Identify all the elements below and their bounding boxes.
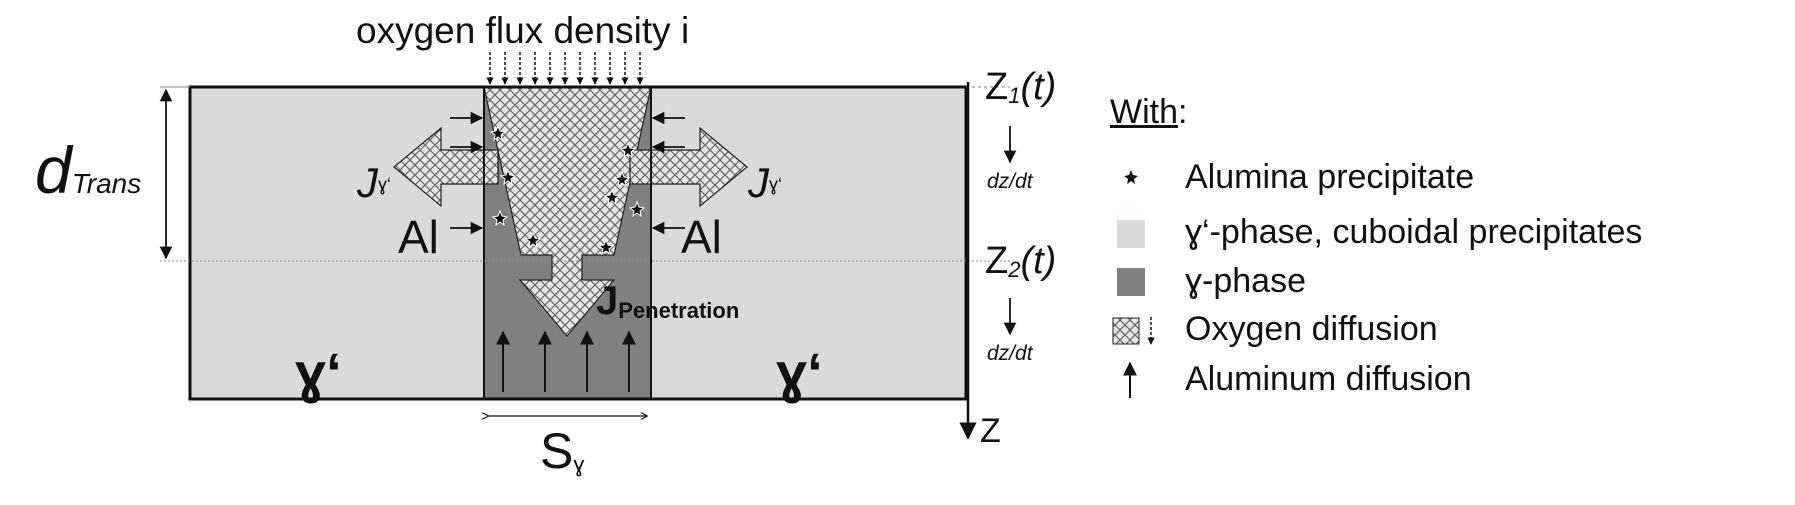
flux-arrow-left — [393, 126, 499, 208]
legend-star-icon — [1124, 170, 1138, 184]
flux-right-main: J — [748, 159, 769, 206]
legend-item-aluminum: Aluminum diffusion — [1185, 360, 1472, 398]
star-icon — [489, 124, 507, 142]
flux-left-sup: ɣ‘ — [378, 174, 392, 195]
legend-item-oxygen: Oxygen diffusion — [1185, 310, 1438, 348]
legend-item-alumina: Alumina precipitate — [1185, 158, 1475, 196]
flux-arrow-right — [629, 126, 748, 208]
rate-label-2: dz/dt — [987, 342, 1033, 365]
star-icon — [619, 141, 637, 159]
aluminum-upward-arrows — [496, 330, 636, 392]
z1-tail: (t) — [1020, 66, 1057, 108]
legend-heading: With: — [1110, 95, 1187, 129]
phase-right-label: ɣ‘ — [776, 341, 823, 404]
aluminum-inward-arrows — [450, 111, 685, 235]
legend-item-gamma-prime: ɣ‘-phase, cuboidal precipitates — [1185, 213, 1643, 251]
star-icon — [613, 170, 631, 188]
d-trans-sub: Trans — [71, 168, 142, 199]
penetration-main: J — [596, 279, 619, 323]
oxygen-flux-arrows — [486, 52, 644, 85]
d-trans-main: d — [35, 133, 72, 207]
legend-heading-tail: : — [1178, 93, 1188, 131]
width-main: S — [540, 423, 574, 479]
star-icon — [628, 200, 646, 218]
al-right-label: Al — [681, 211, 722, 263]
z1-main: Z — [985, 66, 1009, 108]
star-icon — [491, 209, 509, 227]
star-icon — [603, 188, 621, 206]
al-left-label: Al — [398, 211, 439, 263]
phase-left-label: ɣ‘ — [295, 341, 342, 404]
flux-right-sup: ɣ‘ — [769, 174, 783, 195]
z2-tail: (t) — [1020, 240, 1057, 282]
star-icon — [499, 168, 517, 186]
legend-light-square — [1117, 220, 1145, 248]
penetration-sub: Penetration — [618, 298, 740, 324]
flux-right-label: Jɣ‘ — [748, 162, 782, 204]
z1-label: Z1(t) — [985, 66, 1057, 109]
width-sub: ɣ — [573, 452, 585, 478]
legend-dark-square — [1117, 268, 1145, 296]
legend-item-gamma: ɣ-phase — [1185, 262, 1306, 300]
z-axis-label: Z — [980, 412, 1001, 450]
flux-left-label: Jɣ‘ — [357, 162, 391, 204]
flux-left-main: J — [357, 159, 378, 206]
penetration-label: JPenetration — [596, 279, 740, 324]
z2-main: Z — [985, 240, 1009, 282]
oxygen-flux-title: oxygen flux density i — [356, 10, 690, 51]
material-outline — [188, 85, 968, 401]
z2-sub: 2 — [1008, 257, 1021, 283]
z2-label: Z2(t) — [985, 240, 1057, 283]
star-icon — [524, 231, 542, 249]
legend-hatched-square — [1112, 317, 1140, 345]
alumina-precipitates — [489, 124, 646, 256]
legend-heading-text: With — [1110, 93, 1178, 131]
rate-label-1: dz/dt — [987, 170, 1033, 193]
d-trans-label: dTrans — [35, 137, 141, 203]
star-icon — [597, 238, 615, 256]
z1-sub: 1 — [1008, 83, 1021, 109]
channel-width-label: Sɣ — [540, 426, 584, 476]
oxygen-penetration-wedge — [483, 86, 652, 337]
